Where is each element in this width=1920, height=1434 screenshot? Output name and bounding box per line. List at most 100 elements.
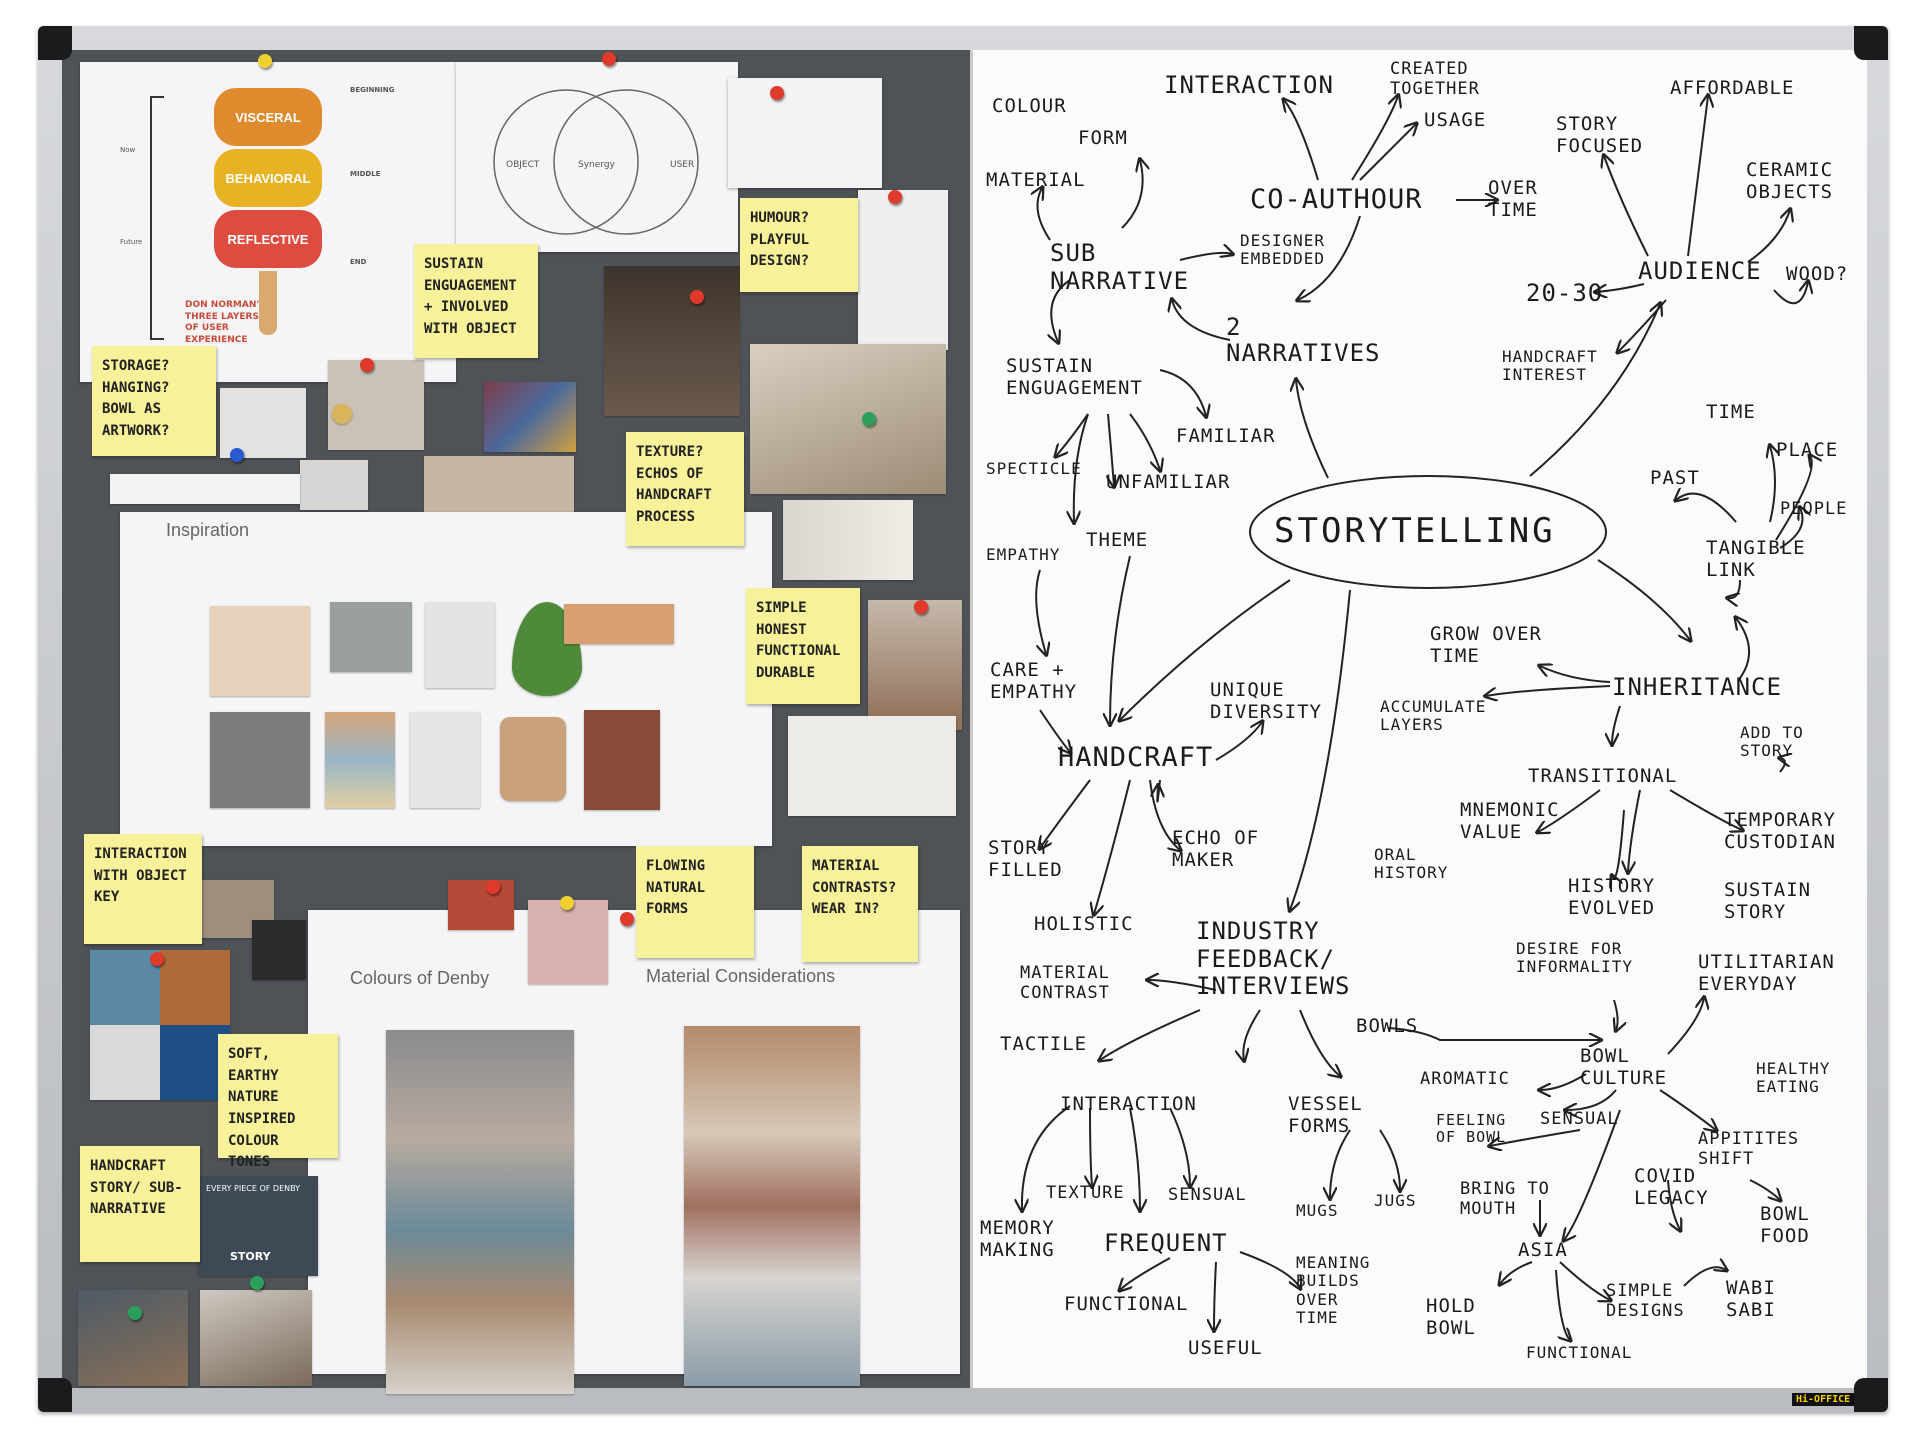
mindmap-node: USEFUL [1188, 1337, 1263, 1359]
mindmap-node: MATERIAL CONTRAST [1020, 963, 1110, 1003]
mindmap-node: ADD TO STORY [1740, 723, 1804, 761]
mindmap-node: COVID LEGACY [1634, 1165, 1709, 1209]
mindmap-node: TACTILE [1000, 1033, 1088, 1055]
photo [410, 712, 480, 808]
sticky-note-humour: HUMOUR? PLAYFUL DESIGN? [740, 198, 858, 292]
photo [684, 1026, 860, 1386]
mindmap-node: PAST [1650, 467, 1700, 489]
stage-label: END [350, 258, 367, 266]
mindmap-node: INTERACTION [1164, 71, 1334, 99]
pin [888, 190, 902, 204]
mindmap-node: DESIGNER EMBEDDED [1240, 231, 1326, 269]
photo [300, 460, 368, 510]
pin [770, 86, 784, 100]
mindmap-node: USAGE [1424, 109, 1487, 131]
venn-diagram [493, 89, 699, 235]
photo [332, 404, 352, 424]
mindmap-node: TRANSITIONAL [1528, 765, 1678, 787]
mindmap-node: HISTORY EVOLVED [1568, 875, 1656, 919]
photo [325, 712, 395, 808]
mindmap-node: 2 NARRATIVES [1226, 313, 1381, 368]
mindmap-node: HANDCRAFT INTEREST [1502, 347, 1598, 385]
mindmap-node: APPITITES SHIFT [1698, 1129, 1800, 1169]
mindmap-node: TEMPORARY CUSTODIAN [1724, 809, 1836, 853]
venn-right: USER [670, 160, 695, 170]
photo [604, 266, 740, 416]
mindmap-node: PLACE [1776, 439, 1839, 461]
mindmap-node: MNEMONIC VALUE [1460, 799, 1560, 843]
mindmap-node: STORY FILLED [988, 837, 1063, 881]
layer-visceral: VISCERAL [214, 88, 322, 146]
pin [250, 1276, 264, 1290]
mindmap-node: HANDCRAFT [1058, 742, 1214, 773]
sticky-note-sustain: SUSTAIN ENGUAGEMENT + INVOLVED WITH OBJE… [414, 244, 538, 358]
pin [914, 600, 928, 614]
mindmap-node: CARE + EMPATHY [990, 659, 1078, 703]
mindmap-node: AROMATIC [1420, 1069, 1510, 1089]
axis-label-future: Future [120, 238, 143, 246]
sticky-note-simple: SIMPLE HONEST FUNCTIONAL DURABLE [746, 588, 860, 704]
photo [424, 456, 574, 516]
sketch-card [728, 78, 882, 188]
popsicle-diagram: VISCERAL BEHAVIORAL REFLECTIVE [214, 88, 322, 335]
pin [230, 448, 244, 462]
mindmap-node: AUDIENCE [1638, 257, 1762, 285]
mindmap-node: TEXTURE [1046, 1183, 1125, 1203]
venn-sheet: OBJECT Synergy USER [456, 62, 738, 252]
photo [78, 1290, 188, 1386]
sticky-note-material: MATERIAL CONTRASTS? WEAR IN? [802, 846, 918, 962]
pin [560, 896, 574, 910]
mindmap-node: VESSEL FORMS [1288, 1093, 1363, 1137]
photo [500, 717, 566, 801]
frame-corner [1854, 26, 1888, 60]
photo [868, 600, 962, 730]
mindmap-node: FEELING OF BOWL [1436, 1111, 1507, 1147]
mindmap-node: BOWL FOOD [1760, 1203, 1810, 1247]
denby-sheet: Colours of Denby Material Considerations [308, 910, 960, 1394]
sticky-note-handcraft: HANDCRAFT STORY/ SUB-NARRATIVE [80, 1146, 200, 1262]
photo [210, 606, 310, 696]
venn-left: OBJECT [506, 160, 540, 170]
section-title-inspiration: Inspiration [166, 520, 250, 540]
mindmap-node: ASIA [1518, 1239, 1568, 1261]
mindmap-node: SENSUAL [1168, 1185, 1247, 1205]
mindmap-node: 20-30 [1526, 279, 1604, 307]
mindmap-node: MATERIAL [986, 169, 1086, 191]
layer-behavioral: BEHAVIORAL [214, 149, 322, 207]
photo [90, 950, 230, 1100]
mindmap-center: STORYTELLING [1274, 511, 1556, 551]
mindmap-node: AFFORDABLE [1670, 77, 1795, 99]
popsicle-stick [259, 271, 277, 335]
mindmap-node: FUNCTIONAL [1526, 1343, 1633, 1362]
sticky-note-soft: SOFT, EARTHY NATURE INSPIRED COLOUR TONE… [218, 1034, 338, 1170]
pin [620, 912, 634, 926]
mindmap-node: SUSTAIN STORY [1724, 879, 1812, 923]
mindmap-node: JUGS [1374, 1191, 1417, 1210]
mindmap-node: CO-AUTHOUR [1250, 184, 1423, 215]
axis-label-now: Now [120, 146, 136, 154]
mindmap-node: INTERACTION [1060, 1093, 1197, 1115]
photo [425, 602, 495, 688]
mindmap-node: GROW OVER TIME [1430, 623, 1542, 667]
sketch-card [858, 190, 948, 350]
photo [210, 712, 310, 808]
pin [862, 412, 876, 426]
mindmap-node: INHERITANCE [1612, 673, 1782, 701]
frame-corner [38, 1378, 72, 1412]
mindmap-node: TIME [1706, 401, 1756, 423]
photo [220, 388, 306, 458]
pin [128, 1306, 142, 1320]
photo [528, 900, 608, 984]
section-title-materials: Material Considerations [646, 966, 836, 986]
photo [783, 500, 913, 580]
mindmap-node: WABI SABI [1726, 1277, 1776, 1321]
pin [150, 952, 164, 966]
mindmap-node: SUSTAIN ENGUAGEMENT [1006, 355, 1143, 399]
photo [584, 710, 660, 810]
photo [448, 880, 514, 930]
mindmap-node: BOWLS [1356, 1015, 1419, 1037]
stage-label: BEGINNING [350, 86, 395, 94]
mindmap-node: CERAMIC OBJECTS [1746, 159, 1834, 203]
mindmap-node: SENSUAL [1540, 1109, 1619, 1129]
sticky-note-flowing: FLOWING NATURAL FORMS [636, 846, 754, 958]
